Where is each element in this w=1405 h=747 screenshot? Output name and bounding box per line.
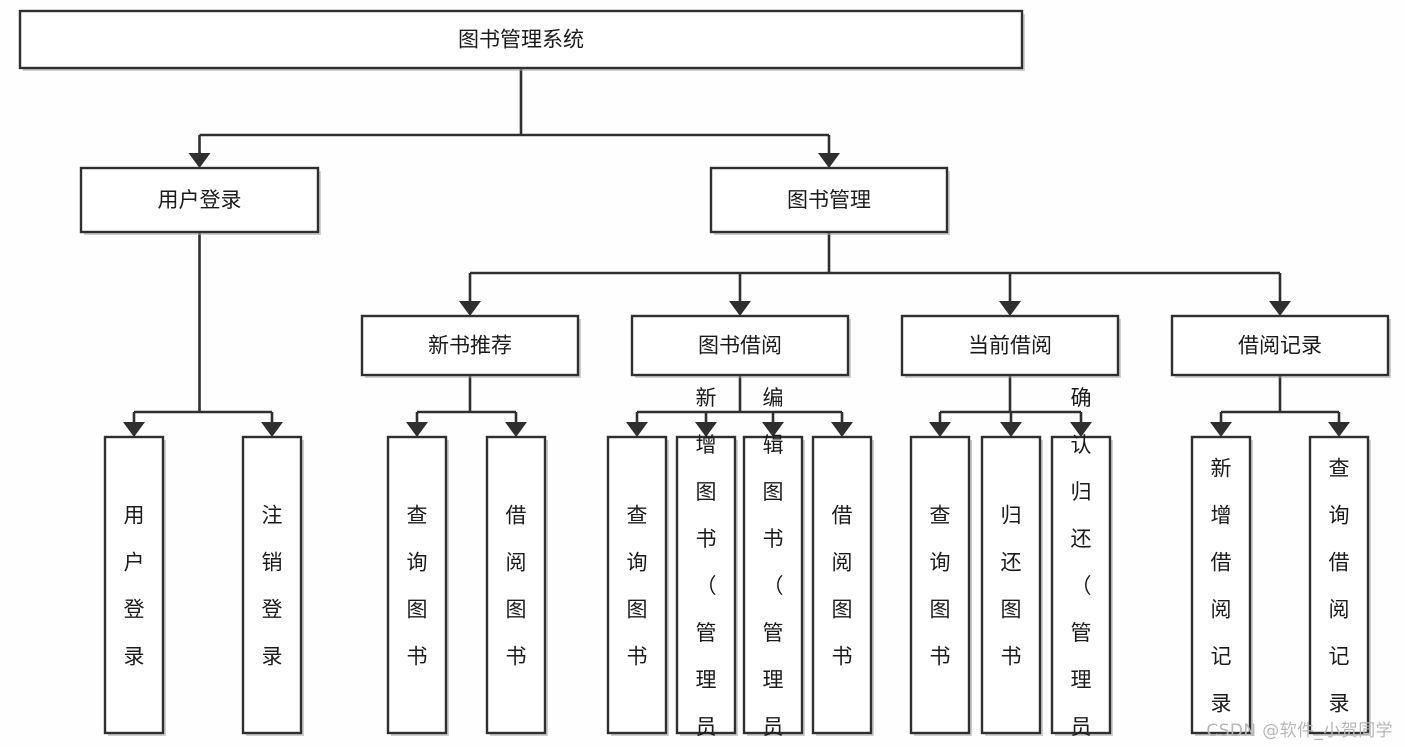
node-box[interactable] (900, 314, 1120, 377)
arrow-head (1070, 422, 1092, 437)
node-box[interactable] (742, 435, 804, 735)
arrow-head (999, 301, 1021, 316)
arrow-head (188, 153, 211, 168)
node-label: 查询图书 (930, 504, 951, 669)
node-label: 借阅记录 (1238, 334, 1322, 358)
node-box[interactable] (909, 435, 971, 735)
node-box[interactable] (360, 314, 580, 377)
node-label: 借阅图书 (506, 504, 527, 669)
node-leaf-rec-query-book[interactable]: 查询图书 (386, 435, 449, 736)
arrow-head (818, 153, 840, 168)
arrow-head (1000, 422, 1022, 437)
node-box[interactable] (1190, 435, 1252, 735)
node-label: 图书借阅 (698, 334, 782, 358)
node-leaf-borrow-query-book[interactable]: 查询图书 (606, 435, 669, 736)
node-box[interactable] (1308, 435, 1370, 735)
node-label: 查询图书 (407, 504, 428, 669)
node-book-borrow[interactable]: 图书借阅 (630, 314, 851, 378)
arrow-head (406, 422, 428, 437)
node-leaf-user-logout[interactable]: 注销登录 (241, 435, 304, 736)
node-box[interactable] (709, 166, 949, 234)
node-new-book-rec[interactable]: 新书推荐 (360, 314, 581, 378)
node-label: 查询图书 (627, 504, 648, 669)
node-box[interactable] (241, 435, 303, 735)
node-box[interactable] (1170, 314, 1390, 377)
node-box[interactable] (811, 435, 873, 735)
node-label: 查询借阅记录 (1329, 457, 1350, 716)
node-box[interactable] (675, 435, 737, 735)
arrow-head (505, 422, 527, 437)
arrow-head (695, 422, 717, 437)
node-box[interactable] (386, 435, 448, 735)
node-borrow-record[interactable]: 借阅记录 (1170, 314, 1391, 378)
node-label: 图书管理系统 (458, 28, 584, 52)
node-label: 用户登录 (124, 504, 145, 669)
arrow-head (626, 422, 648, 437)
arrow-head (729, 301, 751, 316)
node-box[interactable] (79, 166, 320, 234)
watermark-text: CSDN @软件_小贺同学 (1206, 721, 1393, 741)
node-leaf-rec-borrow-book[interactable]: 借阅图书 (485, 435, 548, 736)
arrow-head (1210, 422, 1232, 437)
node-box[interactable] (1050, 435, 1112, 735)
arrow-head (1328, 422, 1350, 437)
node-box[interactable] (606, 435, 668, 735)
node-leaf-borrow-edit-book[interactable]: 编辑图书（管理员） (742, 386, 805, 747)
arrow-head (123, 422, 145, 437)
node-leaf-current-confirm-return[interactable]: 确认归还（管理员） (1050, 386, 1113, 747)
node-box[interactable] (103, 435, 165, 735)
node-leaf-record-query[interactable]: 查询借阅记录 (1308, 435, 1371, 736)
arrow-head (1269, 301, 1291, 316)
node-label: 编辑图书（管理员） (763, 386, 784, 747)
node-leaf-borrow-borrow-book[interactable]: 借阅图书 (811, 435, 874, 736)
node-label: 当前借阅 (968, 334, 1052, 358)
nodes-layer: 图书管理系统用户登录图书管理新书推荐图书借阅当前借阅借阅记录用户登录注销登录查询… (18, 9, 1391, 747)
node-user-login[interactable]: 用户登录 (79, 166, 321, 235)
node-box[interactable] (18, 9, 1024, 70)
node-current-borrow[interactable]: 当前借阅 (900, 314, 1121, 378)
node-label: 归还图书 (1001, 504, 1022, 669)
node-leaf-current-return-book[interactable]: 归还图书 (980, 435, 1043, 736)
node-label: 确认归还（管理员） (1071, 386, 1092, 747)
node-label: 用户登录 (158, 188, 242, 212)
node-box[interactable] (630, 314, 850, 377)
arrow-head (831, 422, 853, 437)
node-leaf-borrow-add-book[interactable]: 新增图书（管理员） (675, 386, 738, 747)
node-leaf-user-login[interactable]: 用户登录 (103, 435, 166, 736)
node-label: 注销登录 (262, 504, 283, 669)
node-leaf-current-query-book[interactable]: 查询图书 (909, 435, 972, 736)
node-leaf-record-add[interactable]: 新增借阅记录 (1190, 435, 1253, 736)
arrow-head (762, 422, 784, 437)
node-label: 新书推荐 (428, 334, 512, 358)
connectors-layer (123, 68, 1350, 437)
arrow-head (929, 422, 951, 437)
arrow-head (459, 301, 481, 316)
node-label: 新增图书（管理员） (696, 386, 717, 747)
node-label: 新增借阅记录 (1211, 457, 1232, 716)
node-root[interactable]: 图书管理系统 (18, 9, 1025, 71)
arrow-head (261, 422, 283, 437)
node-book-manage[interactable]: 图书管理 (709, 166, 950, 235)
node-box[interactable] (980, 435, 1042, 735)
node-label: 借阅图书 (832, 504, 853, 669)
node-box[interactable] (485, 435, 547, 735)
node-label: 图书管理 (787, 188, 871, 212)
